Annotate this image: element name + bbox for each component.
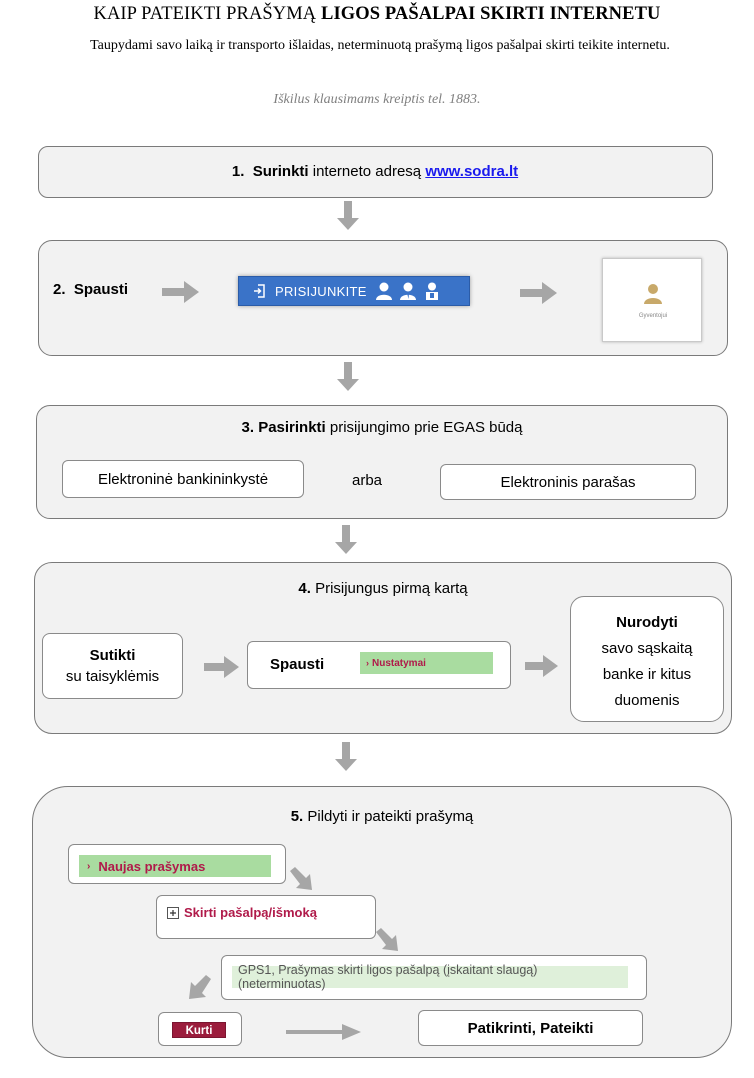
check-submit-label: Patikrinti, Pateikti [467,1019,594,1037]
settings-label: Nustatymai [372,657,426,669]
gps1-form-link[interactable]: GPS1, Prašymas skirti ligos pašalpą (įsk… [232,963,628,991]
login-label: PRISIJUNKITE [275,283,367,299]
step4-desc: Prisijungus pirmą kartą [315,580,468,597]
resident-card[interactable]: Gyventojui [602,258,702,342]
arrow-down-icon [335,525,357,554]
agree-bold: Sutikti [89,647,136,664]
step2-label: 2. Spausti [53,281,128,298]
step2-verb: Spausti [73,281,129,298]
step1-num: 1. [231,163,245,180]
create-button[interactable]: Kurti [172,1022,226,1038]
arrow-down-right-icon [290,867,312,890]
title-bold: LIGOS PAŠALPAI SKIRTI INTERNETU [321,4,661,24]
page-title: KAIP PATEIKTI PRAŠYMĄ LIGOS PAŠALPAI SKI… [0,4,754,25]
expand-plus-icon [167,906,179,919]
official-person-icon [425,282,438,300]
step3-text: 3. Pasirinkti prisijungimo prie EGAS būd… [37,419,727,436]
settings-step-box: Spausti › Nustatymai [247,641,511,689]
step2-num: 2. [53,281,66,298]
bank-option-label: Elektroninė bankininkystė [97,470,269,488]
business-person-icon [399,282,416,300]
step1-box: 1. Surinkti interneto adresą www.sodra.l… [38,146,713,198]
gps1-form-box: GPS1, Prašymas skirti ligos pašalpą (įsk… [221,955,647,1000]
title-plain: KAIP PATEIKTI PRAŠYMĄ [93,4,321,24]
arrow-down-right-icon [376,928,398,951]
login-button[interactable]: PRISIJUNKITE [238,276,470,306]
specify-details-box: Nurodyti savo sąskaitą banke ir kitus du… [570,596,724,722]
specify-text: savo sąskaitą banke ir kitus duomenis [601,640,693,709]
arrow-right-icon [162,281,199,303]
arrow-down-left-icon [189,975,211,999]
step3-num: 3. [241,419,255,436]
arrow-down-icon [337,362,359,391]
arrow-right-icon [520,282,557,304]
new-request-label: Naujas prašymas [98,858,206,874]
arrow-right-icon [204,656,239,678]
arrow-right-icon [286,1024,361,1040]
new-request-box: › Naujas prašymas [68,844,286,884]
settings-link[interactable]: › Nustatymai [360,652,493,674]
create-box: Kurti [158,1012,242,1046]
grant-benefit-label: Skirti pašalpą/išmoką [184,905,317,920]
person-icon [375,282,392,300]
press-label: Spausti [270,656,325,673]
agree-rules-button[interactable]: Sutikti su taisyklėmis [42,633,183,699]
chevron-right-icon: › [87,860,91,872]
chevron-right-icon: › [366,658,369,668]
specify-bold: Nurodyti [616,614,678,631]
agree-text: su taisyklėmis [65,668,160,685]
esign-option-button[interactable]: Elektroninis parašas [440,464,696,500]
step3-desc: prisijungimo prie EGAS būdą [325,419,523,436]
step1-desc: interneto adresą [308,163,426,180]
or-label: arba [352,472,383,489]
arrow-down-icon [335,742,357,771]
resident-person-icon [644,284,662,304]
grant-benefit-link[interactable]: Skirti pašalpą/išmoką [167,905,317,920]
grant-benefit-box: Skirti pašalpą/išmoką [156,895,376,939]
step1-text: 1. Surinkti interneto adresą www.sodra.l… [39,163,711,180]
step1-verb: Surinkti [252,163,309,180]
arrow-down-icon [337,201,359,230]
step5-text: 5. Pildyti ir pateikti prašymą [33,808,731,825]
resident-label: Gyventojui [638,313,668,319]
step5-desc: Pildyti ir pateikti prašymą [307,808,474,825]
step4-text: 4. Prisijungus pirmą kartą [35,580,731,597]
gps1-form-label: GPS1, Prašymas skirti ligos pašalpą (įsk… [238,963,538,991]
sodra-link[interactable]: www.sodra.lt [425,163,519,180]
step5-num: 5. [290,808,304,825]
new-request-link[interactable]: › Naujas prašymas [79,855,271,877]
login-door-icon [254,284,265,298]
step3-verb: Pasirinkti [258,419,326,436]
step3-box: 3. Pasirinkti prisijungimo prie EGAS būd… [36,405,728,519]
intro-text: Taupydami savo laiką ir transporto išlai… [90,38,670,53]
step4-num: 4. [298,580,311,597]
arrow-right-icon [525,655,558,677]
check-submit-box[interactable]: Patikrinti, Pateikti [418,1010,643,1046]
esign-option-label: Elektroninis parašas [500,473,636,491]
bank-option-button[interactable]: Elektroninė bankininkystė [62,460,304,498]
contact-info: Iškilus klausimams kreiptis tel. 1883. [273,92,481,107]
